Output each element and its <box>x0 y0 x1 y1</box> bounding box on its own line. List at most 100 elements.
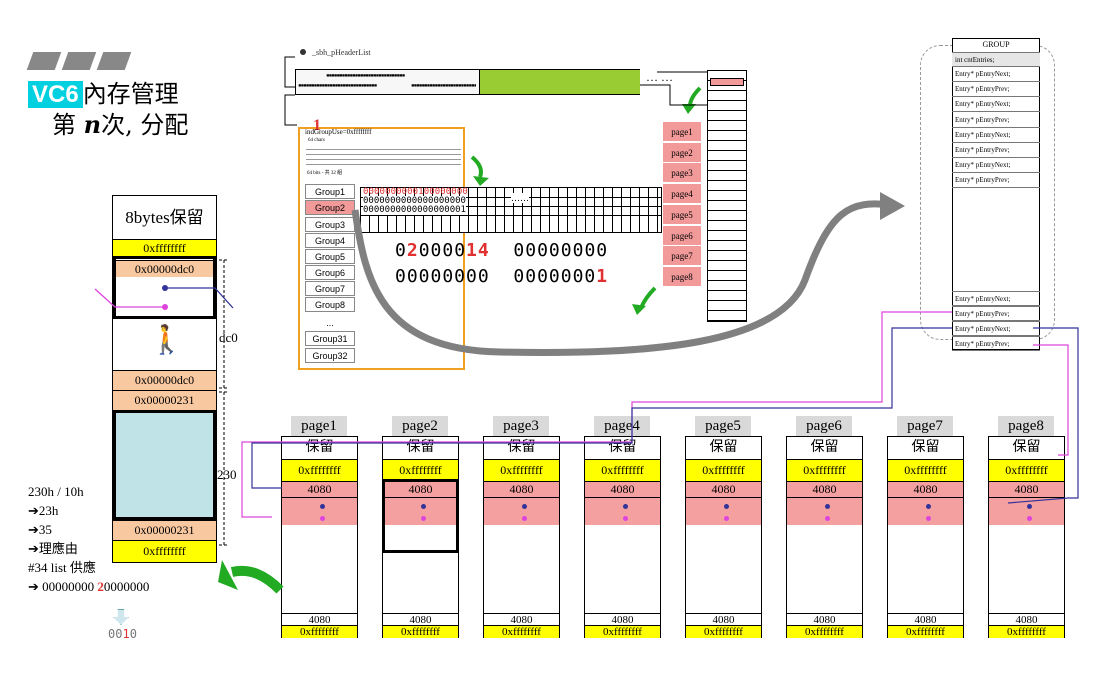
group-item: Group6 <box>305 265 355 280</box>
bitmap-ellipsis: …… <box>511 193 529 203</box>
page-title: page4 <box>594 416 650 436</box>
page-ff-top: 0xffffffff <box>585 459 660 481</box>
page-body: 保留 0xffffffff 4080 4080 0xffffffff <box>786 436 863 638</box>
page-column: page3 保留 0xffffffff 4080 4080 0xffffffff <box>483 416 560 638</box>
page-ff-bottom: 0xffffffff <box>282 625 357 638</box>
group-item: Group4 <box>305 233 355 248</box>
header-list-ellipsis: … … <box>646 70 673 84</box>
page-title: page8 <box>998 416 1054 436</box>
page-ff-bottom: 0xffffffff <box>686 625 761 638</box>
group-item: Group5 <box>305 249 355 264</box>
page-body: 保留 0xffffffff 4080 4080 0xffffffff <box>584 436 661 638</box>
page-ff-top: 0xffffffff <box>686 459 761 481</box>
calc-result: 0010 <box>108 627 137 641</box>
group-entry-bottom: Entry* pEntryPrev; <box>952 306 1040 321</box>
page-ff-top: 0xffffffff <box>888 459 963 481</box>
block-dc0-body <box>113 256 216 319</box>
down-arrow-icon <box>113 609 129 625</box>
block-column: 8bytes保留 0xffffffff 0x00000dc0 🚶 0x00000… <box>112 195 217 563</box>
page-4080-bottom: 4080 <box>888 613 963 626</box>
page-ff-top: 0xffffffff <box>989 459 1064 481</box>
group-item: Group1 <box>305 184 355 199</box>
page-reserve: 保留 <box>911 440 940 455</box>
bitmap-row3: 0000000000000000001 <box>363 205 466 215</box>
group-entry: Entry* pEntryNext; <box>952 128 1040 143</box>
page-list-item: page4 <box>663 184 701 205</box>
page-reserve: 保留 <box>305 440 334 455</box>
group-item: Group3 <box>305 217 355 232</box>
bitmap-row1: 0000000000100000000 <box>363 187 468 197</box>
header-list-bar: ▪▪▪▪▪▪▪▪▪▪▪▪▪▪▪▪▪▪▪▪▪▪▪▪▪▪▪▪▪▪ ▪▪▪▪▪▪▪▪▪… <box>295 69 640 95</box>
block-ff-bottom: 0xffffffff <box>113 540 216 562</box>
page-4080-bottom: 4080 <box>787 613 862 626</box>
dc0-label: dc0 <box>219 330 238 345</box>
page-reserve: 保留 <box>1012 440 1041 455</box>
page-4080-top: 4080 <box>787 481 862 497</box>
green-arrow-2 <box>688 86 702 107</box>
bigbits-line1: 02000014 00000000 <box>395 240 609 261</box>
group-item: Group32 <box>305 348 355 363</box>
page-4080-bottom: 4080 <box>383 613 458 626</box>
block-ff-top: 0xffffffff <box>113 239 216 256</box>
block-dc0-footer: 0x00000dc0 <box>113 370 216 390</box>
page-list-item: page1 <box>663 122 701 142</box>
page-4080-bottom: 4080 <box>282 613 357 626</box>
page-title: page2 <box>392 416 448 436</box>
bitmap-grid: 0000000000100000000 0000000000000000000 … <box>360 187 662 233</box>
page-ff-bottom: 0xffffffff <box>585 625 660 638</box>
calc-block: 230h / 10h ➔23h ➔35 ➔理應由 #34 list 供應 ➔ 0… <box>28 484 150 594</box>
group-entry: Entry* pEntryNext; <box>952 158 1040 174</box>
green-big-arrow <box>230 566 284 594</box>
page-body: 保留 0xffffffff 4080 4080 0xffffffff <box>281 436 358 638</box>
group-entry-bottom: Entry* pEntryPrev; <box>952 336 1040 351</box>
page-ff-top: 0xffffffff <box>383 459 458 481</box>
group-struct: GROUP <box>952 38 1040 350</box>
page-list-item: page2 <box>663 142 701 163</box>
page-column: page2 保留 0xffffffff 4080 4080 0xffffffff <box>382 416 459 638</box>
page-4080-bottom: 4080 <box>484 613 559 626</box>
page-list-item: page3 <box>663 163 701 184</box>
group-entry: Entry* pEntryPrev; <box>952 173 1040 189</box>
page-column: page4 保留 0xffffffff 4080 4080 0xffffffff <box>584 416 661 638</box>
page-list-item: page6 <box>663 225 701 246</box>
group-item: Group7 <box>305 281 355 296</box>
block-dc0-header: 0x00000dc0 <box>113 260 216 277</box>
region-label: indGroupUse=0xffffffff <box>305 128 372 136</box>
group-item: Group2 <box>305 200 355 215</box>
group-cnt: int cntEntries; <box>952 52 1040 67</box>
page-4080-top: 4080 <box>888 481 963 497</box>
page-highlight <box>382 479 459 553</box>
group-entry: Entry* pEntryNext; <box>952 97 1040 113</box>
group-entry: Entry* pEntryNext; <box>952 67 1040 82</box>
page-4080-top: 4080 <box>686 481 761 497</box>
header-list-label: _sbh_pHeaderList <box>312 48 371 57</box>
title-tag: VC6 <box>28 81 83 108</box>
page-ff-bottom: 0xffffffff <box>383 625 458 638</box>
page-ff-bottom: 0xffffffff <box>484 625 559 638</box>
page-4080-bottom: 4080 <box>989 613 1064 626</box>
page-reserve: 保留 <box>709 440 738 455</box>
page-reserve: 保留 <box>810 440 839 455</box>
page-ff-top: 0xffffffff <box>787 459 862 481</box>
page-title: page5 <box>695 416 751 436</box>
region-mini-bitmap <box>306 145 461 167</box>
walker-icon: 🚶 <box>149 323 184 356</box>
block-reserve: 8bytes保留 <box>125 208 204 227</box>
page-4080-top: 4080 <box>585 481 660 497</box>
page-body: 保留 0xffffffff 4080 4080 0xffffffff <box>887 436 964 638</box>
page-title: page6 <box>796 416 852 436</box>
page-title: page1 <box>291 416 347 436</box>
page-ff-top: 0xffffffff <box>484 459 559 481</box>
page-column: page1 保留 0xffffffff 4080 4080 0xffffffff <box>281 416 358 638</box>
page-body: 保留 0xffffffff 4080 4080 0xffffffff <box>988 436 1065 638</box>
region-red-number: 1 <box>313 117 321 134</box>
page-column: page7 保留 0xffffffff 4080 4080 0xffffffff <box>887 416 964 638</box>
page-4080-bottom: 4080 <box>686 613 761 626</box>
label-230: 230 <box>217 467 237 482</box>
page-list-item: page7 <box>663 246 701 267</box>
group-entry-bottom: Entry* pEntryNext; <box>952 291 1040 306</box>
page-4080-top: 4080 <box>989 481 1064 497</box>
page-reserve: 保留 <box>608 440 637 455</box>
group-title: GROUP <box>982 40 1010 49</box>
